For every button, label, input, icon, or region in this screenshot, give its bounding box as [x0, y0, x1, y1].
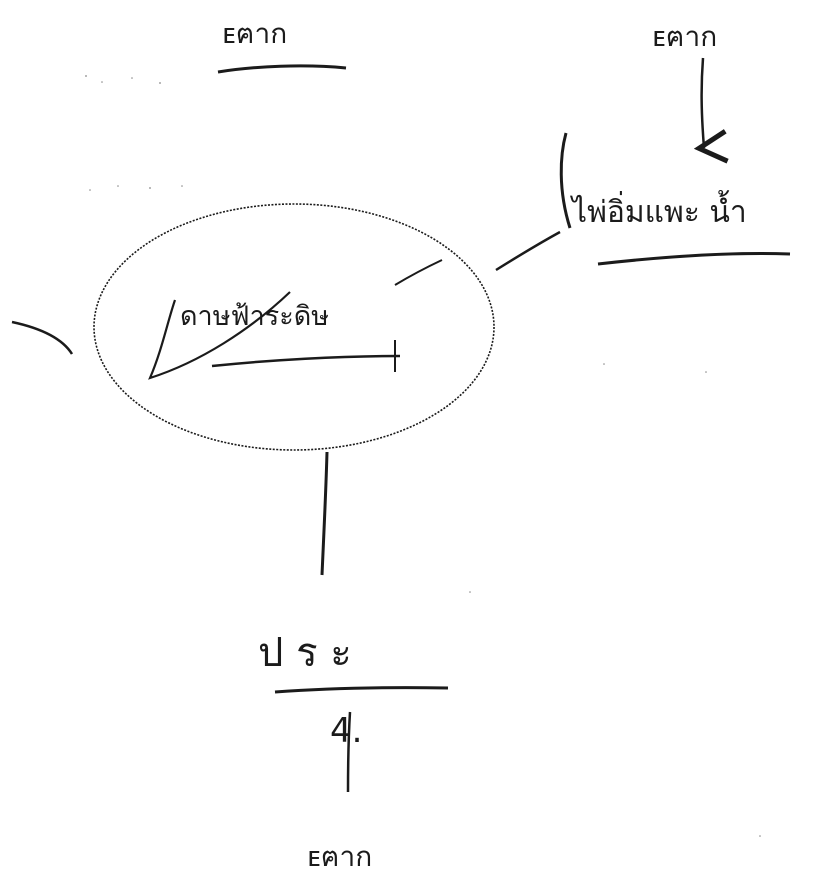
- connector-left: [11, 320, 74, 355]
- underline-center: [211, 354, 401, 368]
- center-slash: [394, 259, 443, 286]
- label-right-branch: ไพ่อิ่มแพะ น้ำ: [570, 190, 747, 230]
- label-top-right: ᴇฅาก: [652, 20, 717, 53]
- central-node: [93, 203, 495, 451]
- label-bottom: ᴇฅาก: [307, 840, 372, 873]
- label-center: ดาษฟ้าระดิษ: [180, 301, 329, 332]
- connector-bottom: [320, 451, 329, 576]
- underline-right-branch: [597, 252, 791, 266]
- central-node-inner-stroke: [148, 291, 291, 380]
- underline-top-left: [217, 64, 347, 74]
- label-bottom-number: 4.: [330, 711, 362, 751]
- paper-speckles: [85, 75, 761, 837]
- label-top-left: ᴇฅาก: [222, 17, 287, 50]
- arrow-top-right: [702, 57, 704, 148]
- label-bottom-stack: ป ร ะ: [258, 630, 352, 676]
- right-branch-stroke: [559, 132, 572, 229]
- connector-right: [495, 230, 561, 272]
- arrow-bottom: [346, 711, 352, 793]
- fraction-bar: [274, 686, 449, 694]
